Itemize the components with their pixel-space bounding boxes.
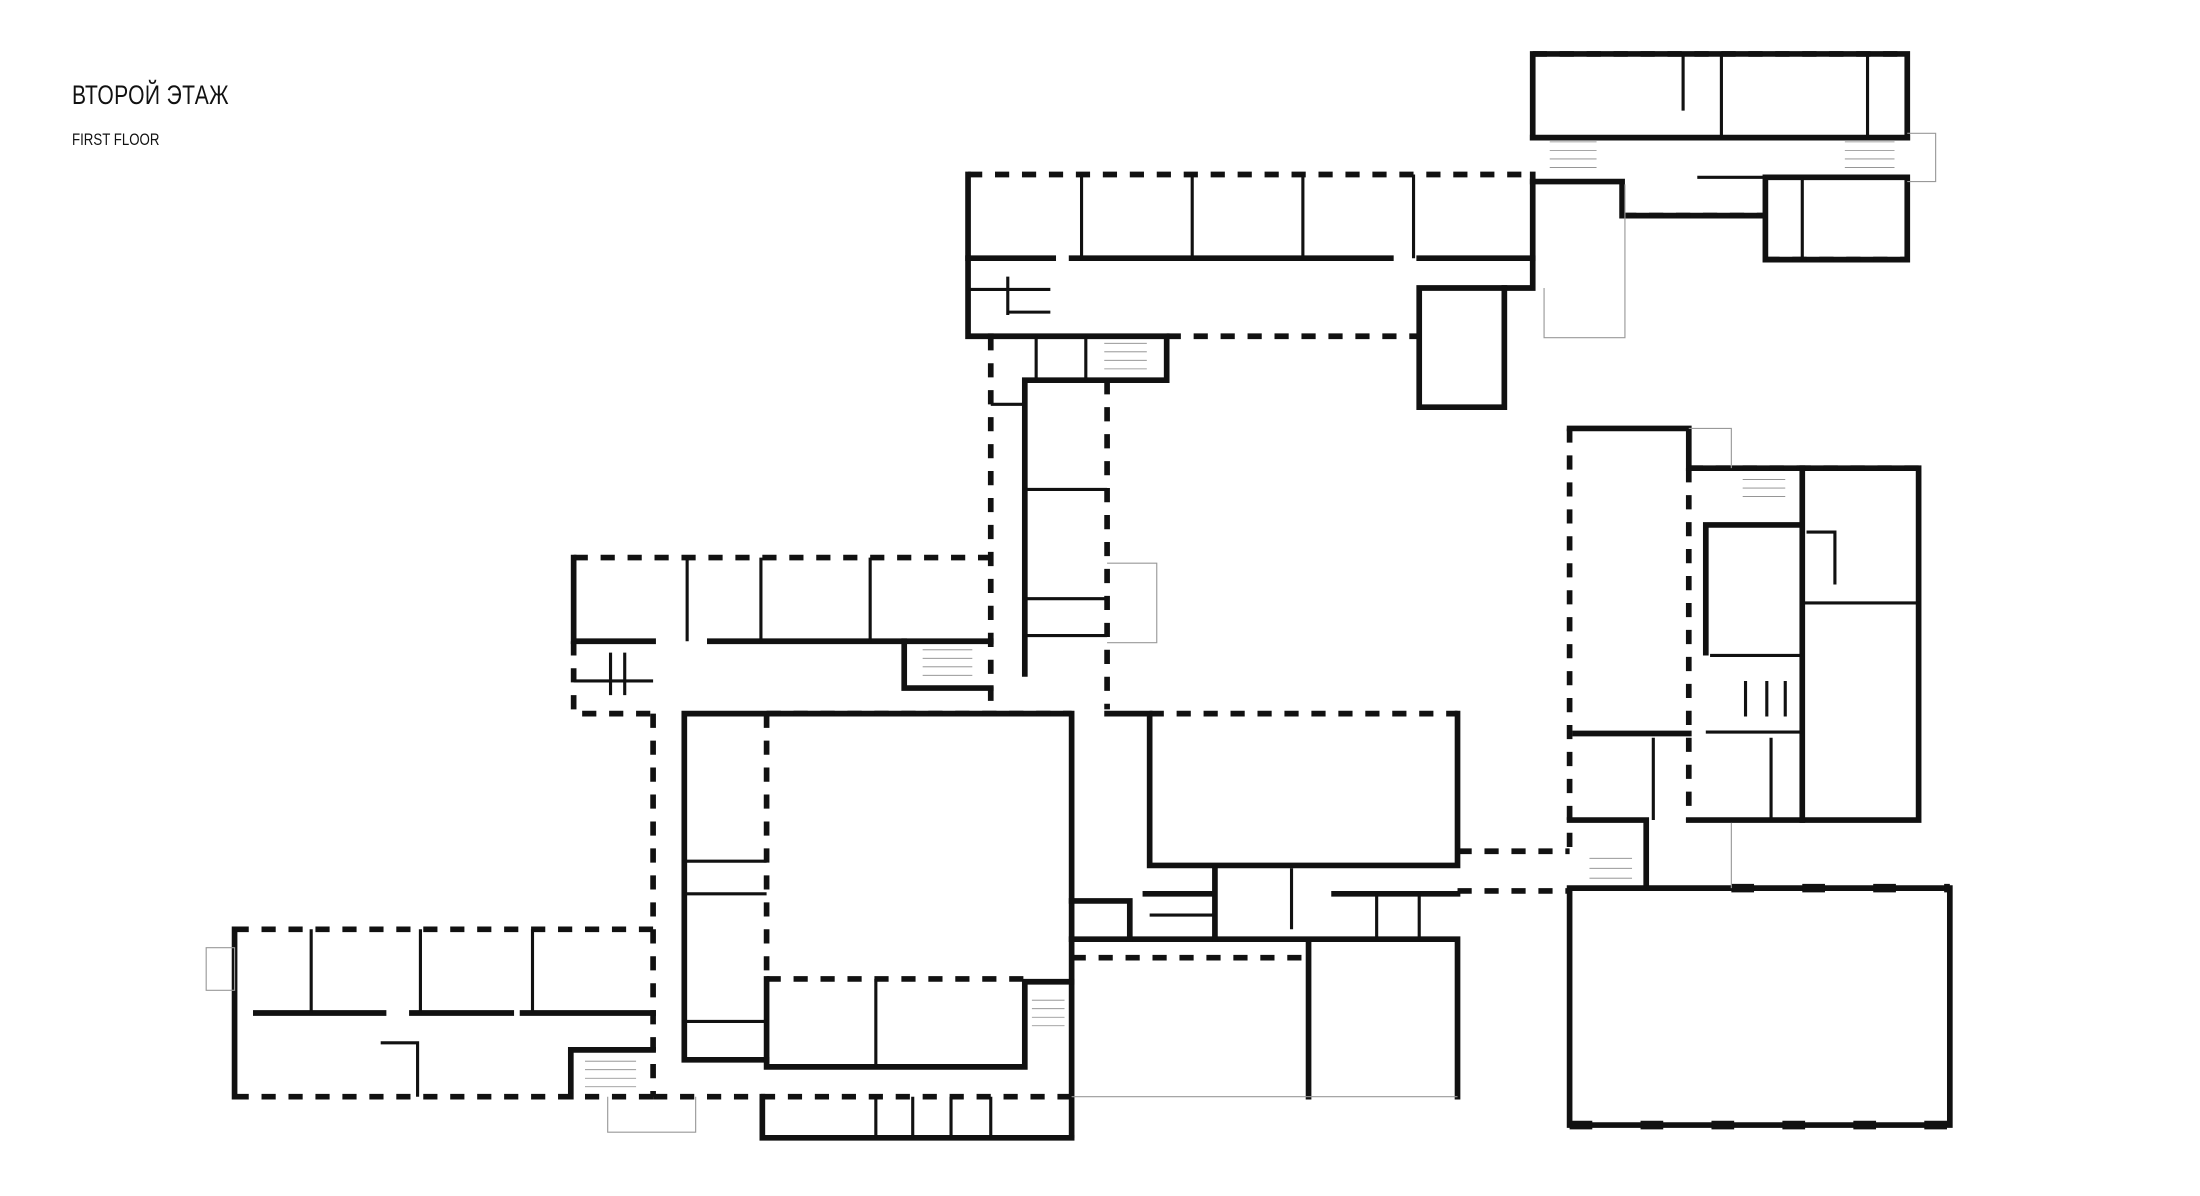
wing-west xyxy=(570,554,994,717)
block-east xyxy=(1566,425,1922,891)
block-northeast xyxy=(1529,51,1937,263)
wing-north xyxy=(965,171,1626,411)
wing-southwest xyxy=(205,926,697,1133)
block-gym xyxy=(1068,710,1570,1100)
hall-southeast xyxy=(1566,822,1953,1130)
block-central xyxy=(650,710,1075,1141)
plan-subtitle: FIRST FLOOR xyxy=(72,130,160,149)
wing-connector xyxy=(987,333,1170,710)
plan-title: ВТОРОЙ ЭТАЖ xyxy=(72,80,229,110)
